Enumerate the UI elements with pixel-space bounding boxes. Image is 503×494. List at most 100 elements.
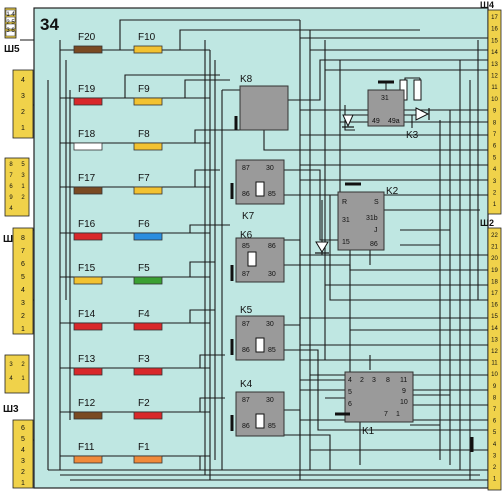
relay-k6-label: K6 — [240, 230, 253, 241]
svg-text:6: 6 — [348, 401, 352, 408]
connector-pin-sh1-b: 5 — [21, 162, 25, 168]
fuse-f12: F12 — [73, 398, 103, 420]
svg-text:85: 85 — [268, 423, 276, 430]
svg-text:10: 10 — [400, 399, 408, 406]
svg-text:J: J — [374, 227, 378, 234]
connector-pin-sh4: 12 — [491, 74, 498, 80]
connector-pin-sh2: 5 — [493, 430, 497, 436]
fuse-label: F11 — [78, 442, 95, 453]
connector-pin-sh2: 6 — [493, 419, 497, 425]
fuse-body — [73, 455, 103, 464]
connector-pin-sh2: 16 — [491, 303, 498, 309]
connector-pin-sh3-lower: 1 — [21, 480, 25, 487]
connector-pin-sh1-b: 3 — [21, 173, 25, 179]
svg-text:86: 86 — [242, 423, 250, 430]
fuse-body — [73, 186, 103, 195]
connector-pin-sh4: 1 — [493, 202, 497, 208]
resistor-2-icon — [413, 79, 422, 101]
connector-pin-sh2: 10 — [491, 372, 498, 378]
connector-pin-sh4: 14 — [491, 50, 498, 56]
fuse-label: F6 — [138, 219, 150, 230]
fuse-label: F13 — [78, 354, 96, 365]
relay-k6: K6 85 86 87 30 — [230, 230, 285, 283]
connector-pin-sh3-b: 2 — [21, 362, 25, 368]
connector-pin-sh1-lower: 2 — [21, 313, 25, 320]
board-number: 34 — [40, 15, 59, 34]
fuse-f1: F1 — [133, 442, 163, 464]
relay-k4-label: K4 — [240, 379, 253, 390]
svg-text:30: 30 — [266, 397, 274, 404]
fuse-label: F18 — [78, 129, 96, 140]
connector-sh4-label: Ш4 — [480, 0, 494, 10]
connector-pin-sh5-b: 6 — [11, 28, 15, 34]
svg-text:1: 1 — [396, 411, 400, 418]
fuse-body — [73, 322, 103, 331]
relay-k3-label: K3 — [406, 130, 419, 141]
fuse-f2: F2 — [133, 398, 163, 420]
svg-text:S: S — [374, 199, 379, 206]
svg-text:87: 87 — [242, 321, 250, 328]
fuse-body — [133, 232, 163, 241]
fuse-label: F7 — [138, 173, 150, 184]
fuse-body — [73, 142, 103, 151]
connector-pin-sh2: 11 — [491, 361, 498, 367]
connector-pin-sh5-a: 3 — [6, 28, 10, 34]
svg-text:87: 87 — [242, 271, 250, 278]
svg-text:3: 3 — [372, 377, 376, 384]
relay-k8: K8 — [234, 74, 289, 131]
relay-k2: R S 31 31b J 15 86 K2 — [337, 182, 399, 251]
fuse-f10: F10 — [133, 32, 163, 54]
connector-pin-sh1-lower: 3 — [21, 300, 25, 307]
connector-pin-sh4: 3 — [493, 179, 497, 185]
connector-pin-sh5-b: 4 — [11, 12, 15, 18]
connector-pin-sh2: 7 — [493, 407, 497, 413]
connector-pin-sh4: 16 — [491, 27, 498, 33]
fuse-label: F16 — [78, 219, 96, 230]
fuses: F20F19F18F17F16F15F14F13F12F11F10F9F8F7F… — [73, 32, 163, 464]
svg-text:85: 85 — [268, 191, 276, 198]
relay-k1-label: K1 — [362, 426, 375, 437]
diode-k3-right — [415, 107, 430, 121]
fuse-f15: F15 — [73, 263, 103, 285]
connector-pin-sh2: 19 — [491, 268, 498, 274]
fuse-f18: F18 — [73, 129, 103, 151]
relay-k3: 31 49 49a K3 — [367, 80, 419, 141]
connector-sh3: Ш3 — [3, 354, 34, 489]
fuse-body — [133, 322, 163, 331]
fuse-f13: F13 — [73, 354, 103, 376]
fuse-body — [133, 367, 163, 376]
connector-pin-sh1-lower: 1 — [21, 326, 25, 333]
connector-pin-sh3-lower: 3 — [21, 458, 25, 465]
connector-pin-sh1-lower: 8 — [21, 235, 25, 242]
fuse-body — [133, 97, 163, 106]
connector-pin-sh4: 5 — [493, 155, 497, 161]
fuse-body — [133, 276, 163, 285]
connector-sh5: Ш5 — [4, 7, 34, 139]
connector-pin-sh4: 2 — [493, 191, 497, 197]
connector-pin-sh1-lower: 7 — [21, 248, 25, 255]
connector-pin-sh4: 8 — [493, 120, 497, 126]
connector-sh1-label: Ш1 — [3, 234, 19, 245]
svg-text:30: 30 — [268, 271, 276, 278]
svg-text:11: 11 — [400, 377, 407, 384]
connector-pin-sh2: 22 — [491, 233, 498, 239]
relay-k8-label: K8 — [240, 74, 253, 85]
connector-pin-sh2: 4 — [493, 442, 497, 448]
svg-text:49: 49 — [372, 118, 380, 125]
fuse-f16: F16 — [73, 219, 103, 241]
fuse-label: F15 — [78, 263, 96, 274]
fuse-label: F19 — [78, 84, 96, 95]
svg-text:49a: 49a — [388, 118, 400, 125]
connector-pin-sh5-a: 1 — [6, 12, 10, 18]
svg-text:86: 86 — [242, 347, 250, 354]
connector-pin-sh5-a: 2 — [6, 20, 10, 26]
svg-text:5: 5 — [348, 389, 352, 396]
connector-pin-sh1-a: 4 — [9, 206, 13, 212]
fuse-f20: F20 — [73, 32, 103, 54]
connector-pin-sh4: 17 — [491, 15, 498, 21]
fuse-label: F9 — [138, 84, 150, 95]
fuse-f8: F8 — [133, 129, 163, 151]
fuse-label: F14 — [78, 309, 96, 320]
fuse-f5: F5 — [133, 263, 163, 285]
connector-pin-sh5-lower: 4 — [21, 77, 25, 84]
